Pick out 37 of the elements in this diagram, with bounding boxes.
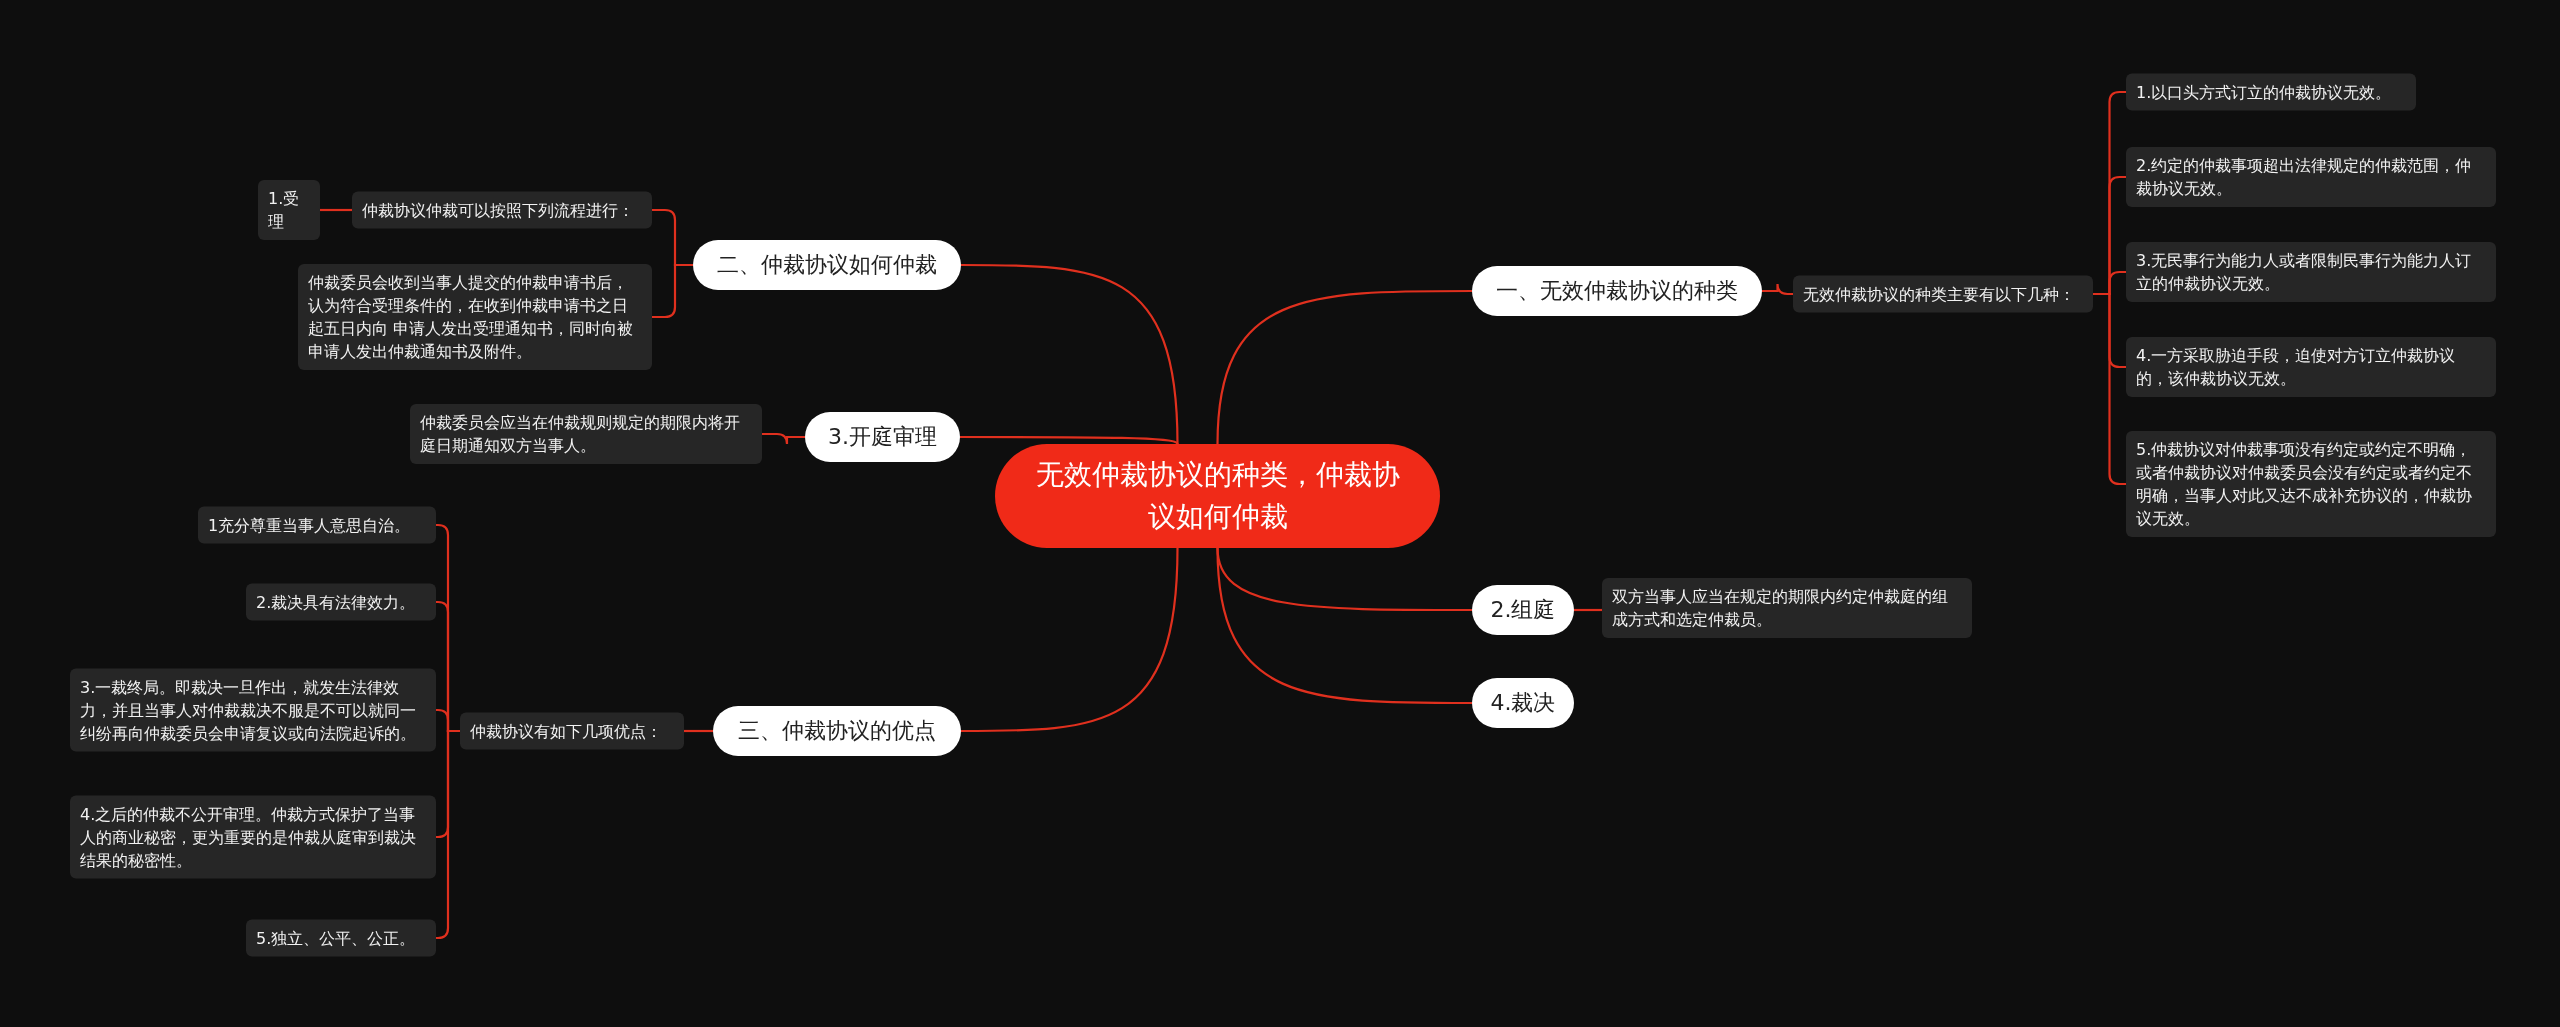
note-box: 3.一裁终局。即裁决一旦作出，就发生法律效力，并且当事人对仲裁裁决不服是不可以就同一纠纷再向仲裁委员会申请复议或向法院起诉的。 <box>70 668 436 752</box>
topic-pill: 3.开庭审理 <box>805 412 960 462</box>
connector <box>684 729 713 733</box>
note-box: 4.之后的仲裁不公开审理。仲裁方式保护了当事人的商业秘密，更为重要的是仲裁从庭审到裁决结果的秘密性。 <box>70 795 436 879</box>
connector <box>1216 547 1472 705</box>
note-box: 2.裁决具有法律效力。 <box>246 583 436 621</box>
connector <box>2093 292 2126 486</box>
connector <box>320 208 352 212</box>
central-topic: 无效仲裁协议的种类，仲裁协议如何仲裁 <box>995 444 1440 548</box>
topic-pill: 二、仲裁协议如何仲裁 <box>693 240 961 290</box>
connector <box>1762 282 1793 296</box>
note-box: 4.一方采取胁迫手段，迫使对方订立仲裁协议的，该仲裁协议无效。 <box>2126 337 2496 397</box>
note-box: 3.无民事行为能力人或者限制民事行为能力人订立的仲裁协议无效。 <box>2126 242 2496 302</box>
topic-pill: 2.组庭 <box>1472 585 1574 635</box>
connector <box>960 435 1179 445</box>
connector <box>436 729 460 940</box>
note-box: 仲裁委员会收到当事人提交的仲裁申请书后，认为符合受理条件的，在收到仲裁申请书之日起五日内向 申请人发出受理通知书，同时向被申请人发出仲裁通知书及附件。 <box>298 264 652 370</box>
connector <box>762 432 805 446</box>
note-box: 仲裁委员会应当在仲裁规则规定的期限内将开庭日期通知双方当事人。 <box>410 404 762 464</box>
note-box: 2.约定的仲裁事项超出法律规定的仲裁范围，仲裁协议无效。 <box>2126 147 2496 207</box>
note-box: 5.独立、公平、公正。 <box>246 919 436 957</box>
note-box: 无效仲裁协议的种类主要有以下几种： <box>1793 275 2093 313</box>
note-box: 5.仲裁协议对仲裁事项没有约定或约定不明确，或者仲裁协议对仲裁委员会没有约定或者约定不明确，当事人对此又达不成补充协议的，仲裁协议无效。 <box>2126 431 2496 537</box>
note-box: 1.以口头方式订立的仲裁协议无效。 <box>2126 73 2416 111</box>
topic-pill: 4.裁决 <box>1472 678 1574 728</box>
topic-pill: 一、无效仲裁协议的种类 <box>1472 266 1762 316</box>
connector <box>1216 289 1472 445</box>
connector <box>652 263 693 319</box>
note-box: 仲裁协议仲裁可以按照下列流程进行： <box>352 191 652 229</box>
note-box: 双方当事人应当在规定的期限内约定仲裁庭的组成方式和选定仲裁员。 <box>1602 578 1972 638</box>
connector <box>961 547 1179 733</box>
note-box: 1.受理 <box>258 180 320 240</box>
topic-pill: 三、仲裁协议的优点 <box>713 706 961 756</box>
connector <box>961 263 1179 445</box>
note-box: 仲裁协议有如下几项优点： <box>460 712 684 750</box>
connector <box>1574 608 1602 612</box>
note-box: 1充分尊重当事人意思自治。 <box>198 506 436 544</box>
